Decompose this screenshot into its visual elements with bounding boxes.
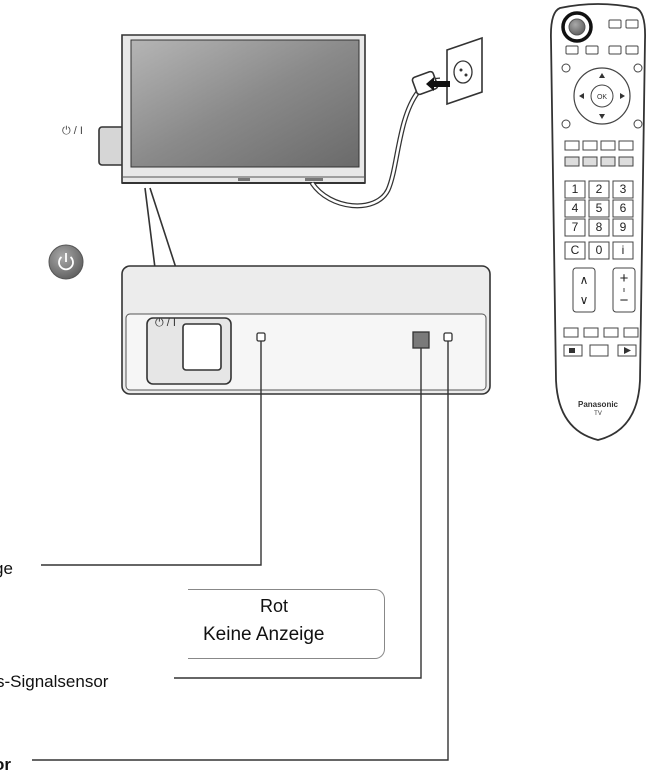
remote-number-pad[interactable]	[564, 180, 634, 260]
plug-in-arrow-icon	[426, 77, 450, 91]
remote-model: TV	[594, 411, 602, 417]
indicator-state-box	[188, 589, 385, 659]
remote-brand: Panasonic	[577, 400, 618, 409]
indicator-state-none: Keine Anzeige	[203, 624, 325, 645]
remote-channel-rocker[interactable]	[572, 267, 596, 313]
round-power-button[interactable]	[48, 244, 84, 280]
tv-illustration	[121, 34, 366, 184]
power-indicator-callout: ge	[0, 559, 13, 578]
panel-power-key-label: ⏻ / I	[155, 317, 176, 329]
remote-control: OK	[550, 3, 646, 441]
remote-volume-up[interactable]: +	[619, 270, 629, 287]
zoom-line-right	[149, 187, 177, 269]
power-symbol-icon	[58, 256, 74, 271]
remote-key-9[interactable]: 9	[619, 220, 627, 234]
remote-channel-up[interactable]: ∧	[579, 273, 589, 287]
zoom-line-left	[144, 187, 156, 269]
leader-remote-sensor	[174, 348, 422, 679]
tv-screen	[130, 39, 360, 168]
remote-key-info[interactable]: i	[621, 243, 625, 257]
remote-key-3[interactable]: 3	[619, 182, 627, 196]
panel-power-key[interactable]	[182, 323, 222, 371]
remote-key-2[interactable]: 2	[595, 182, 603, 196]
remote-key-1[interactable]: 1	[571, 182, 579, 196]
light-sensor	[443, 332, 453, 342]
remote-key-6[interactable]: 6	[619, 201, 627, 215]
remote-key-7[interactable]: 7	[571, 220, 579, 234]
remote-key-4[interactable]: 4	[571, 201, 579, 215]
remote-channel-down[interactable]: ∨	[579, 293, 589, 307]
remote-key-0[interactable]: 0	[595, 243, 603, 257]
remote-key-8[interactable]: 8	[595, 220, 603, 234]
leader-light-sensor	[32, 341, 449, 761]
power-indicator-led	[256, 332, 266, 342]
power-cord	[309, 70, 441, 209]
leader-power-indicator	[41, 341, 262, 566]
remote-power-highlight	[561, 11, 593, 43]
remote-key-c[interactable]: C	[570, 243, 580, 257]
wall-outlet	[446, 36, 483, 106]
svg-text:OK: OK	[597, 94, 607, 101]
power-key-label: ⏻ / I	[62, 125, 83, 137]
control-panel	[121, 265, 491, 395]
remote-power-button[interactable]	[568, 18, 586, 36]
remote-sensor-callout: s-Signalsensor	[0, 672, 109, 691]
remote-volume-down[interactable]: −	[619, 292, 629, 309]
indicator-state-red: Rot	[260, 596, 289, 616]
remote-signal-sensor	[412, 331, 430, 349]
remote-key-5[interactable]: 5	[595, 201, 603, 215]
